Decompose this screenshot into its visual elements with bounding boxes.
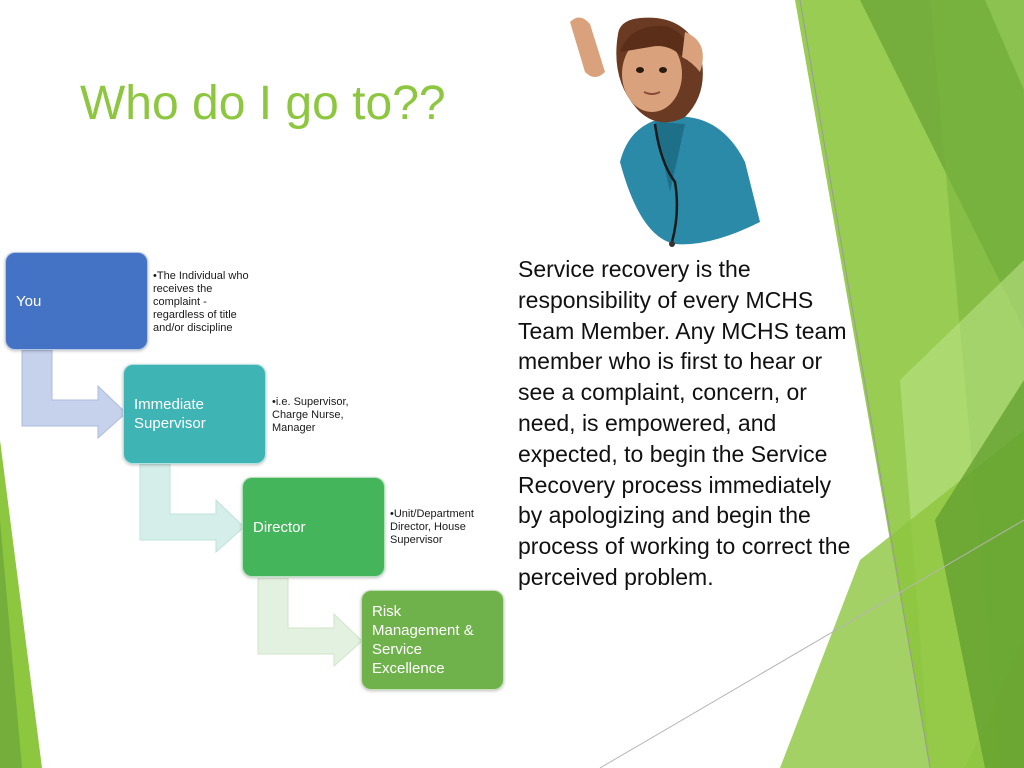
flow-step-label: Risk Management & Service Excellence <box>372 603 474 677</box>
note-line: Supervisor <box>390 534 443 546</box>
flow-step-risk-management: Risk Management & Service Excellence <box>361 590 504 690</box>
note-line: Director, House <box>390 521 466 533</box>
flow-note-director: •Unit/Department Director, House Supervi… <box>390 508 505 547</box>
note-line: Charge Nurse, <box>272 409 344 421</box>
note-line: •i.e. Supervisor, <box>272 396 349 408</box>
flow-step-label: Immediate Supervisor <box>134 396 206 432</box>
slide-title: Who do I go to?? <box>80 77 446 130</box>
service-recovery-description: Service recovery is the responsibility o… <box>518 256 851 590</box>
note-line: •Unit/Department <box>390 508 474 520</box>
note-line: and/or discipline <box>153 322 233 334</box>
flow-note-you: •The Individual who receives the complai… <box>153 270 273 335</box>
note-line: receives the <box>153 283 213 295</box>
note-line: regardless of title <box>153 309 237 321</box>
flow-step-immediate-supervisor: Immediate Supervisor <box>123 364 266 464</box>
flow-note-immediate-supervisor: •i.e. Supervisor, Charge Nurse, Manager <box>272 396 382 435</box>
flow-step-you: You <box>5 252 148 350</box>
note-line: •The Individual who <box>153 270 249 282</box>
flow-step-label: You <box>16 292 42 310</box>
flow-step-director: Director <box>242 477 385 577</box>
flow-step-label: Director <box>253 518 306 536</box>
flow-arrow-1 <box>21 350 127 440</box>
nurse-photo-icon <box>570 17 760 247</box>
note-line: complaint - <box>153 296 207 308</box>
note-line: Manager <box>272 422 316 434</box>
flow-arrow-2 <box>139 464 245 554</box>
flow-arrow-3 <box>257 578 363 668</box>
